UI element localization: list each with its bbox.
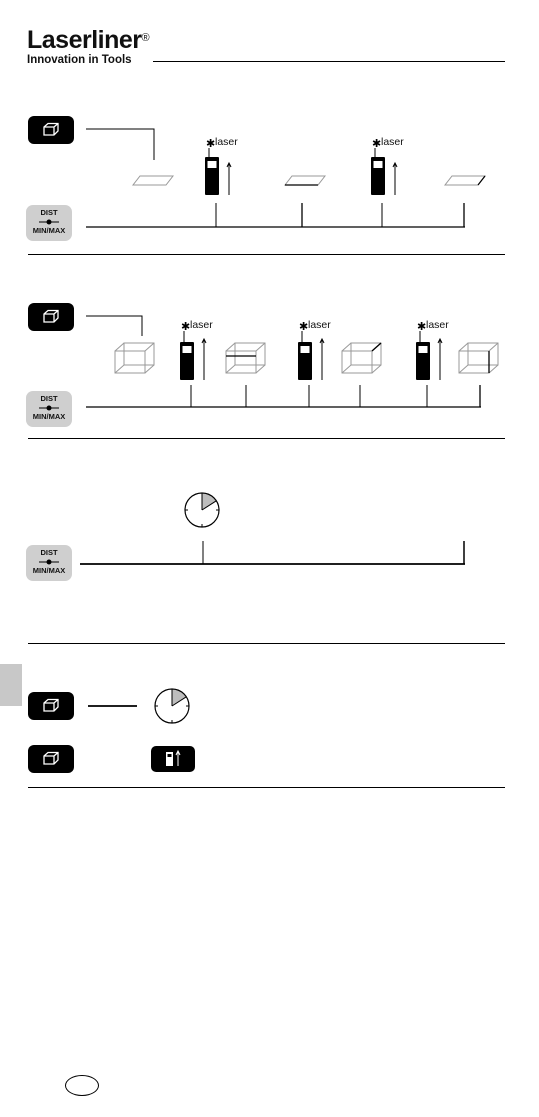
- key-dot-line: [39, 405, 59, 411]
- cube-outline-icon: [43, 122, 59, 136]
- brand-tagline: Innovation in Tools: [27, 54, 132, 66]
- area-volume-key[interactable]: [28, 303, 74, 331]
- clock-timer-icon: [154, 688, 190, 724]
- registered-mark: ®: [141, 32, 150, 44]
- page-language-oval: [65, 1075, 99, 1096]
- area-volume-key[interactable]: [28, 745, 74, 773]
- laser-label: laser: [381, 136, 404, 148]
- dist-minmax-key[interactable]: DIST MIN/MAX: [26, 545, 72, 581]
- dist-minmax-key[interactable]: DIST MIN/MAX: [26, 205, 72, 241]
- timer-sequence-diagram: [80, 492, 465, 565]
- area-volume-key[interactable]: [28, 116, 74, 144]
- dist-key-label: DIST: [40, 208, 58, 217]
- side-tab: [0, 664, 22, 706]
- brand-logo: Laserliner® Innovation in Tools: [27, 26, 150, 67]
- summary-diagram: [88, 688, 195, 772]
- clock-timer-icon: [184, 492, 220, 528]
- laser-star-icon: ✱: [372, 137, 381, 150]
- section-separator: [28, 643, 505, 644]
- cube-outline-icon: [43, 309, 59, 323]
- laser-star-icon: ✱: [417, 320, 426, 333]
- volume-cube: [114, 342, 155, 374]
- dist-key-label: DIST: [40, 548, 58, 557]
- volume-cube: [225, 342, 266, 374]
- minmax-key-label: MIN/MAX: [32, 226, 66, 235]
- laser-star-icon: ✱: [206, 137, 215, 150]
- laser-label: laser: [190, 319, 213, 331]
- header-rule: [153, 61, 505, 62]
- area-plane: [131, 175, 175, 186]
- area-sequence-diagram: ✱ ✱: [86, 128, 487, 228]
- connector-line: [86, 315, 143, 336]
- minmax-key-label: MIN/MAX: [32, 566, 66, 575]
- section-separator: [28, 254, 505, 255]
- minmax-key-label: MIN/MAX: [32, 412, 66, 421]
- cube-outline-icon: [43, 698, 59, 712]
- connector-line: [86, 128, 155, 160]
- laser-label: laser: [308, 319, 331, 331]
- area-volume-key[interactable]: [28, 692, 74, 720]
- laser-star-icon: ✱: [181, 320, 190, 333]
- brand-name: Laserliner®: [27, 26, 150, 54]
- volume-cube: [458, 342, 499, 374]
- section-separator: [28, 438, 505, 439]
- cube-outline-icon: [43, 751, 59, 765]
- dist-key-label: DIST: [40, 394, 58, 403]
- key-dot-line: [39, 219, 59, 225]
- dist-minmax-key[interactable]: DIST MIN/MAX: [26, 391, 72, 427]
- laser-label: laser: [215, 136, 238, 148]
- section-separator: [28, 787, 505, 788]
- laser-star-icon: ✱: [299, 320, 308, 333]
- laser-device-icon: [151, 746, 195, 772]
- key-dot-line: [39, 559, 59, 565]
- laser-label: laser: [426, 319, 449, 331]
- volume-sequence-diagram: ✱ ✱ ✱: [86, 315, 499, 408]
